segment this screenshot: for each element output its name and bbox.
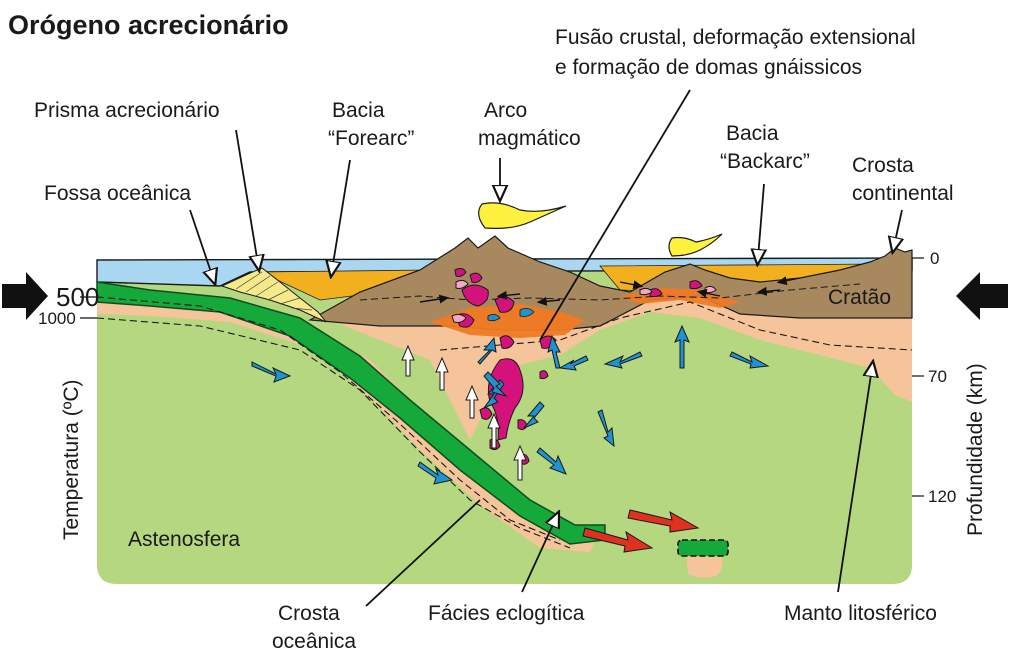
label-crosta-continental-line2: continental	[852, 182, 954, 205]
label-fossa: Fossa oceânica	[44, 182, 191, 205]
arc-volcanic-plume	[479, 203, 566, 229]
label-bacia-backarc-line2: “Backarc”	[720, 150, 810, 173]
label-arco-line1: Arco	[484, 99, 527, 122]
detached-slab-crust	[678, 540, 728, 556]
label-fusao-line2: e formação de domas gnáissicos	[555, 56, 862, 79]
leader-crosta-continental	[894, 210, 902, 246]
label-prisma: Prisma acrecionário	[34, 99, 220, 122]
label-crosta-oceanica-line1: Crosta	[278, 602, 340, 625]
depth-tick-0: 0	[930, 249, 939, 268]
depth-axis-label: Profundidade (km)	[964, 363, 987, 536]
leader-backarc	[758, 184, 764, 258]
temperature-tick-500: 500	[56, 282, 99, 312]
temperature-tick-1000: 1000	[38, 309, 76, 328]
label-facies: Fácies eclogítica	[428, 602, 585, 625]
label-bacia-forearc-line2: “Forearc”	[328, 127, 414, 150]
label-crosta-continental-line1: Crosta	[852, 154, 914, 177]
leader-forearc	[332, 160, 350, 270]
label-crosta-oceanica-line2: oceânica	[272, 630, 356, 653]
convergence-arrow-right	[956, 272, 1008, 320]
label-arco-line2: magmático	[478, 127, 581, 150]
label-bacia-backarc-line1: Bacia	[726, 122, 779, 145]
leader-prisma	[236, 130, 258, 264]
label-cratao: Cratão	[828, 286, 891, 309]
depth-axis-ticks	[912, 258, 924, 496]
label-bacia-forearc-line1: Bacia	[332, 99, 385, 122]
label-manto: Manto litosférico	[784, 602, 937, 625]
label-astenosfera: Astenosfera	[128, 528, 240, 551]
label-fusao-line1: Fusão crustal, deformação extensional	[555, 26, 916, 49]
depth-tick-120: 120	[928, 487, 956, 506]
temperature-axis-label: Temperatura (ºC)	[60, 379, 83, 540]
diagram-title: Orógeno acrecionário	[8, 10, 289, 40]
backarc-volcanic-plume	[669, 234, 722, 256]
depth-tick-70: 70	[928, 367, 947, 386]
